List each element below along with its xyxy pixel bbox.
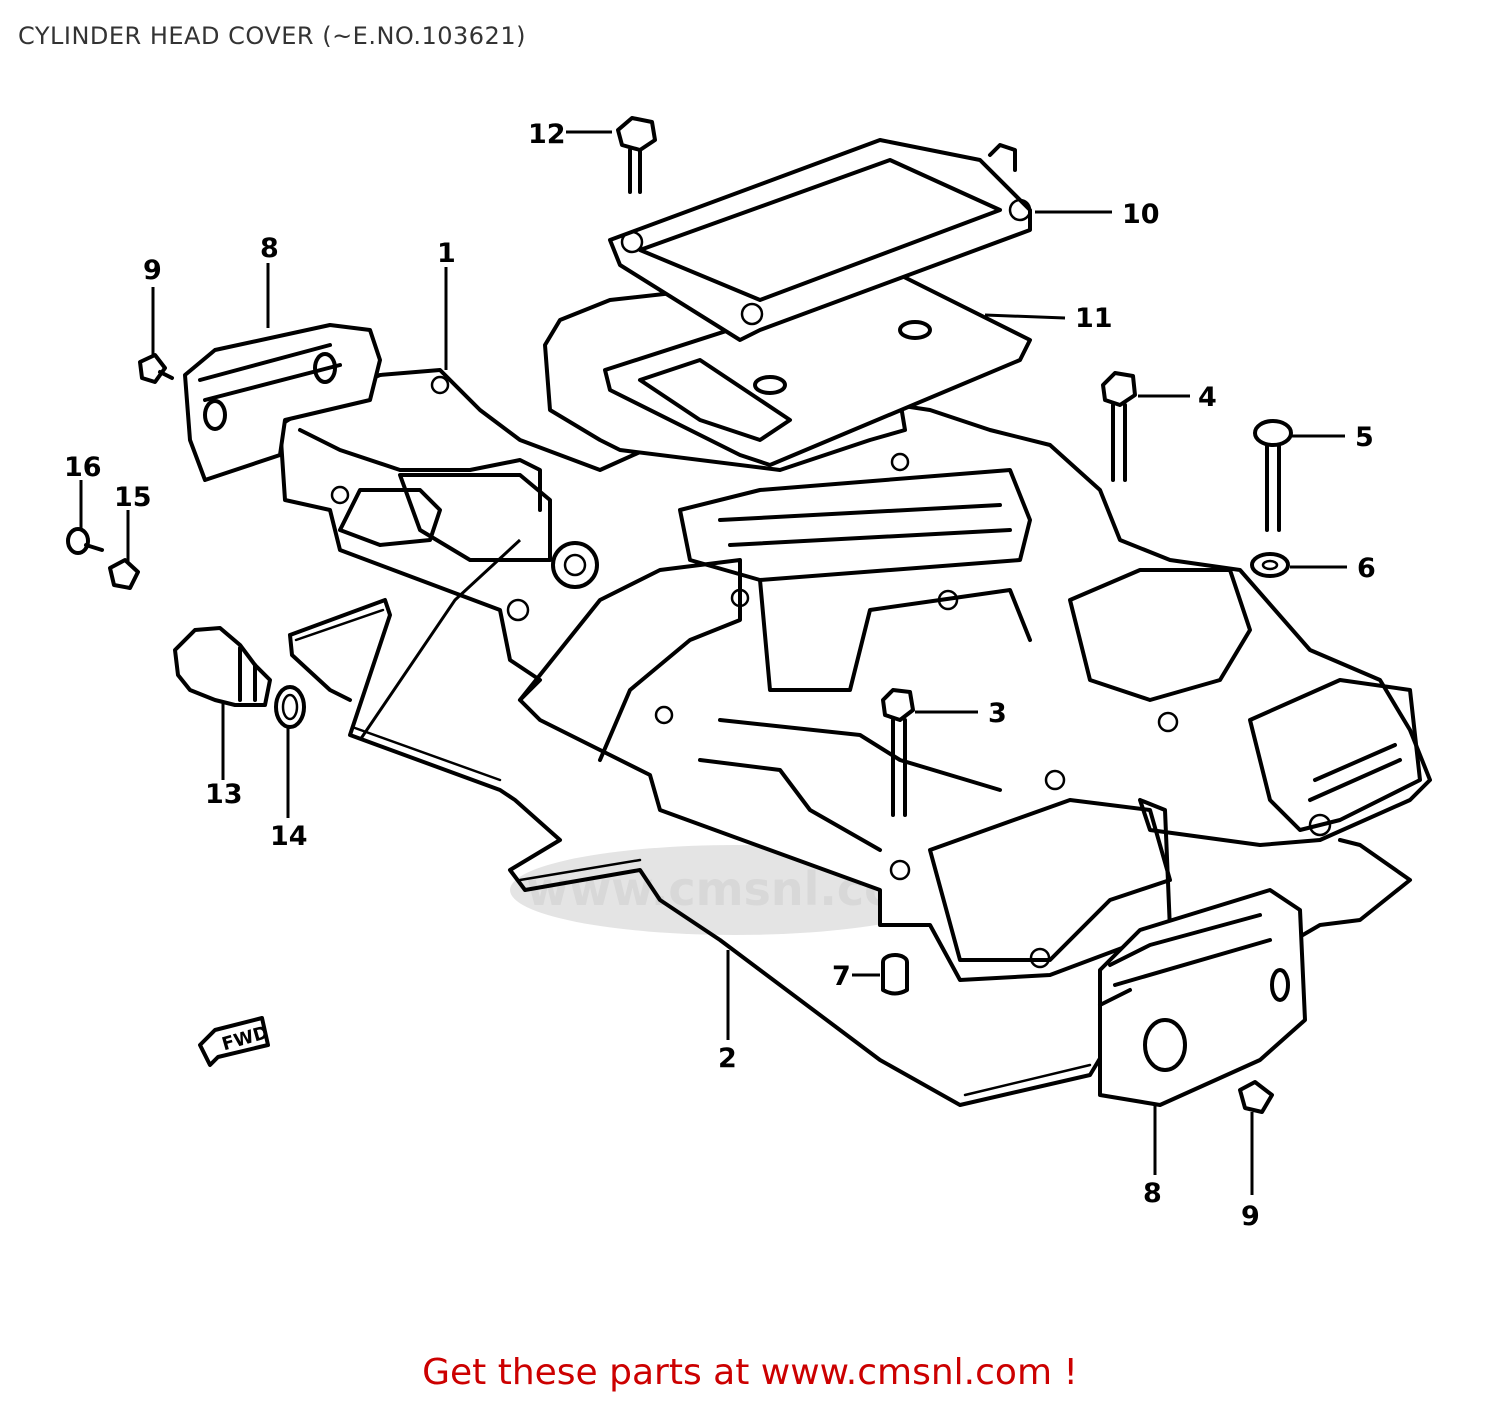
o-ring xyxy=(274,685,306,729)
callout-14: 14 xyxy=(270,821,308,852)
side-cap-left xyxy=(183,323,382,482)
screw-16 xyxy=(66,527,104,555)
screw-9-right xyxy=(1238,1080,1274,1114)
breather-cover-gasket xyxy=(603,273,1032,467)
callout-9-right: 9 xyxy=(1241,1201,1260,1232)
callout-7: 7 xyxy=(832,961,851,992)
leader-lines xyxy=(79,130,1347,1195)
bolt-12 xyxy=(616,116,657,194)
callout-4: 4 xyxy=(1198,382,1217,413)
washer-6 xyxy=(1250,552,1290,578)
callout-12: 12 xyxy=(528,119,566,150)
bolt-5 xyxy=(1253,419,1293,532)
callout-15: 15 xyxy=(114,482,152,513)
callout-8-right: 8 xyxy=(1143,1178,1162,1209)
callout-3: 3 xyxy=(988,698,1007,729)
callout-11: 11 xyxy=(1075,303,1113,334)
callout-16: 16 xyxy=(64,452,102,483)
callout-6: 6 xyxy=(1357,553,1376,584)
cylinder-head-cover xyxy=(278,368,1432,982)
breather-cover xyxy=(608,138,1032,342)
fwd-arrow: FWD xyxy=(198,1016,271,1067)
callout-2: 2 xyxy=(718,1043,737,1074)
bolt-4 xyxy=(1101,371,1137,482)
nut-15 xyxy=(108,558,140,590)
side-cap-right xyxy=(1098,888,1307,1107)
cylinder-head-cover-gasket xyxy=(288,598,1412,1107)
footer-link-text[interactable]: Get these parts at www.cmsnl.com ! xyxy=(422,1352,1078,1393)
dowel-pin-7 xyxy=(881,953,909,996)
callout-5: 5 xyxy=(1355,422,1374,453)
callout-8-left: 8 xyxy=(260,233,279,264)
callout-1: 1 xyxy=(437,238,456,269)
page-title: CYLINDER HEAD COVER (~E.NO.103621) xyxy=(18,22,526,50)
plug-cap xyxy=(173,626,272,707)
screw-9-left xyxy=(138,353,174,384)
callout-9-left: 9 xyxy=(143,255,162,286)
callout-10: 10 xyxy=(1122,199,1160,230)
callout-labels: 12 10 11 9 8 1 4 5 6 16 15 3 13 14 7 2 8… xyxy=(64,119,1376,1232)
bolt-3 xyxy=(881,688,915,817)
callout-13: 13 xyxy=(205,779,243,810)
